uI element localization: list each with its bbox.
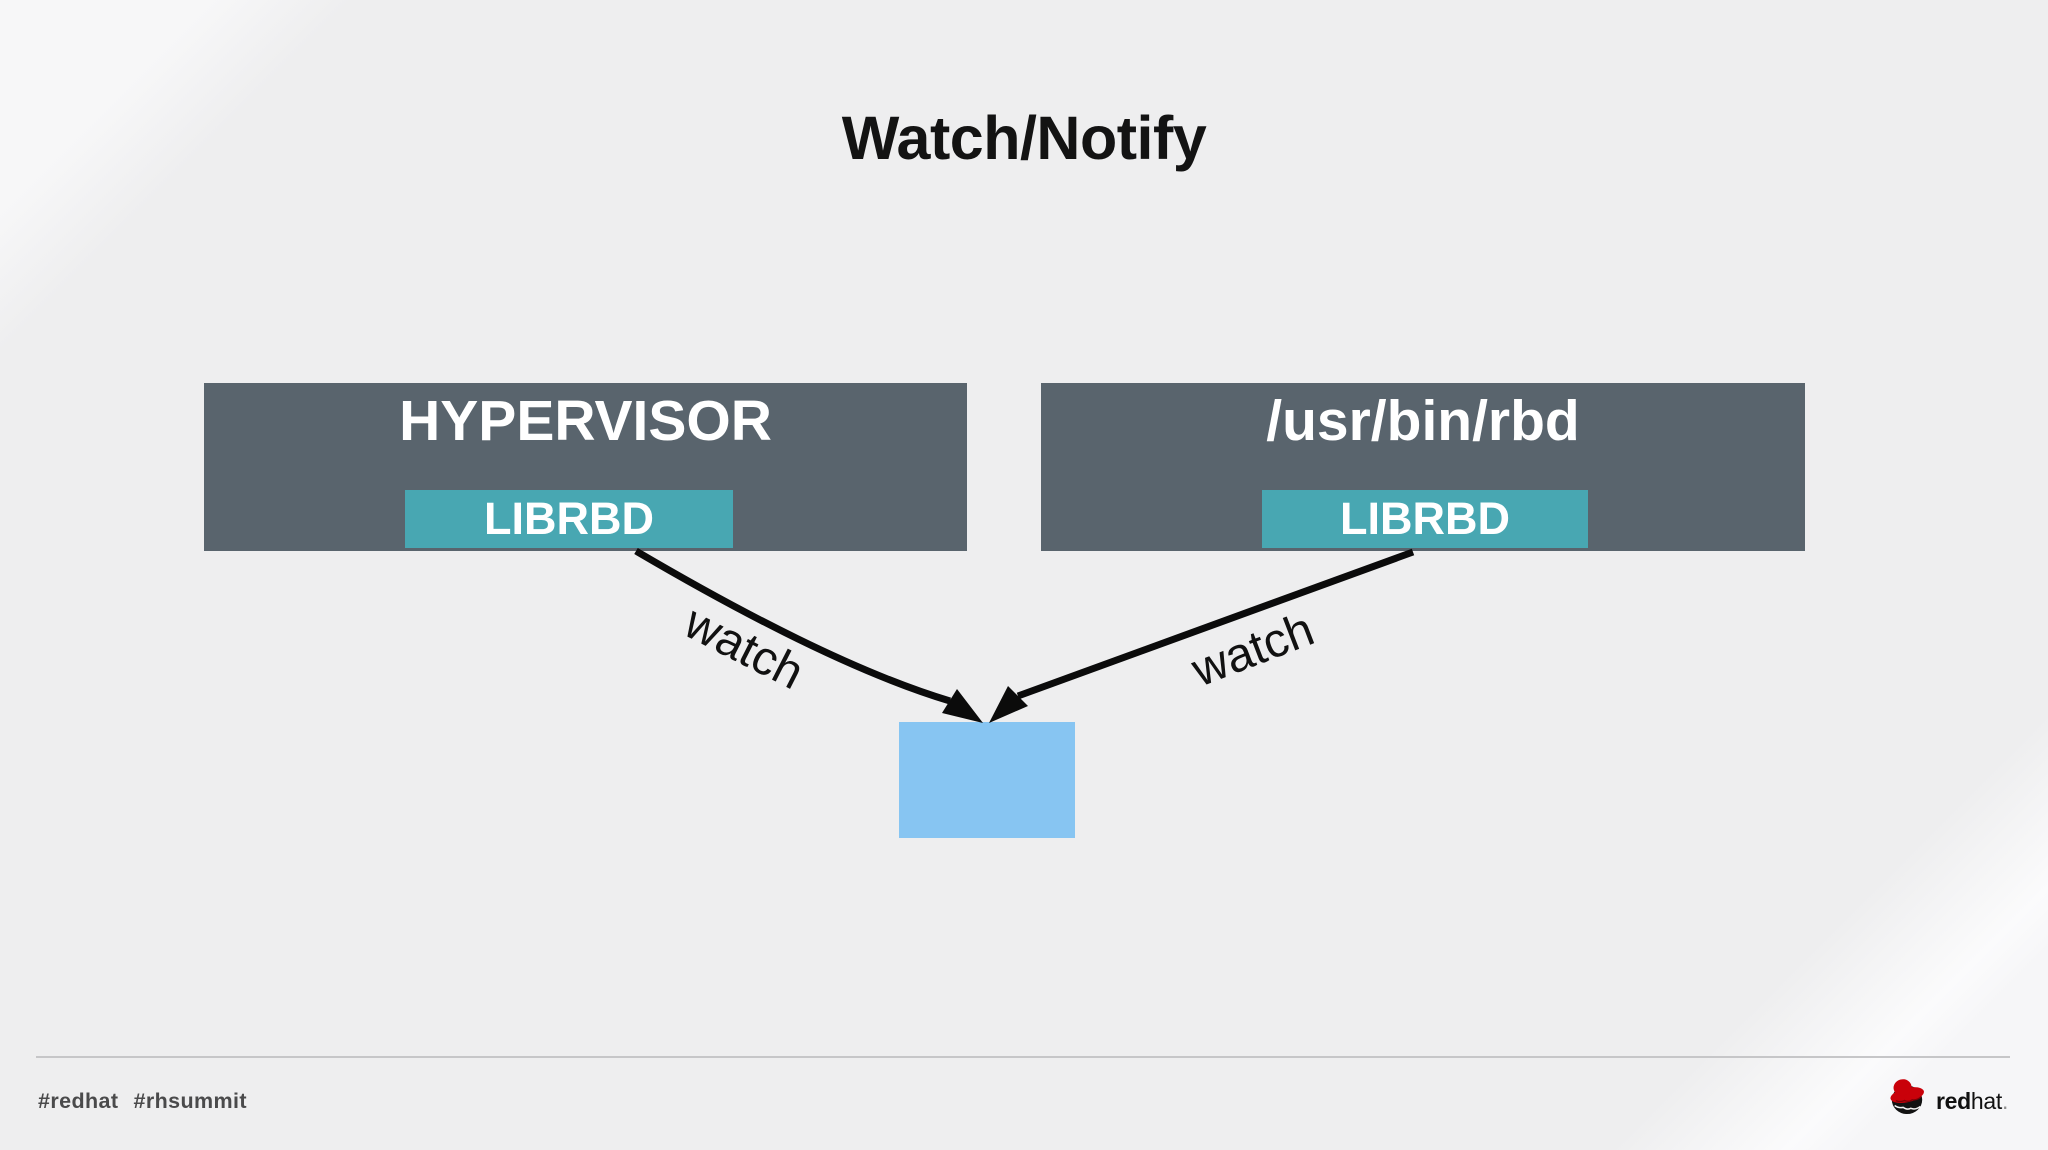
redhat-logo: redhat.	[1888, 1074, 2008, 1118]
edge-label-watch-right: watch	[1184, 602, 1322, 698]
hashtag-redhat: #redhat	[38, 1089, 119, 1113]
edge-label-watch-left: watch	[676, 595, 812, 701]
librbd-badge-left: LIBRBD	[405, 490, 733, 548]
target-node	[899, 722, 1075, 838]
node-usr-bin-rbd-label: /usr/bin/rbd	[1266, 389, 1580, 453]
redhat-wordmark: redhat.	[1936, 1080, 2008, 1113]
footer-hashtags: #redhat #rhsummit	[38, 1089, 262, 1114]
node-hypervisor: HYPERVISOR LIBRBD	[204, 383, 967, 551]
wordmark-period: .	[2001, 1087, 2009, 1114]
wordmark-red: red	[1936, 1087, 1971, 1114]
fedora-icon	[1890, 1079, 1924, 1115]
librbd-badge-right: LIBRBD	[1262, 490, 1588, 548]
page-title: Watch/Notify	[841, 104, 1207, 172]
footer-divider	[36, 1056, 2010, 1058]
arrowhead-left-icon	[942, 689, 983, 723]
wordmark-hat: hat	[1970, 1087, 2002, 1114]
node-hypervisor-label: HYPERVISOR	[399, 389, 772, 453]
arrowhead-right-icon	[989, 686, 1028, 723]
node-usr-bin-rbd: /usr/bin/rbd LIBRBD	[1041, 383, 1805, 551]
hashtag-rhsummit: #rhsummit	[133, 1089, 247, 1113]
